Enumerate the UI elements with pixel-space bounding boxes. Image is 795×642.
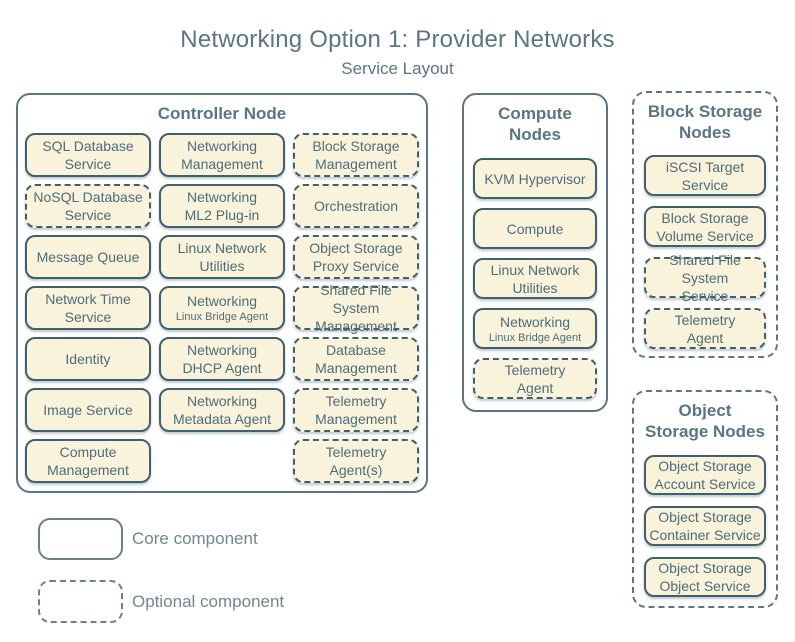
service-image-service: Image Service [25,388,151,432]
legend-core-swatch [38,518,123,560]
page-title: Networking Option 1: Provider Networks [180,26,615,53]
service-orchestration: Orchestration [293,184,419,228]
legend-optional-swatch [38,580,123,623]
service-identity: Identity [25,337,151,381]
legend-core-label: Core component [132,529,258,548]
service-kvm-hypervisor: KVM Hypervisor [473,158,597,199]
service-compute: Compute [473,208,597,249]
legend-optional-label: Optional component [132,592,285,611]
controller-node-title: Controller Node [157,104,287,123]
page-subtitle: Service Layout [341,59,454,78]
service-message-queue: Message Queue [25,235,151,279]
